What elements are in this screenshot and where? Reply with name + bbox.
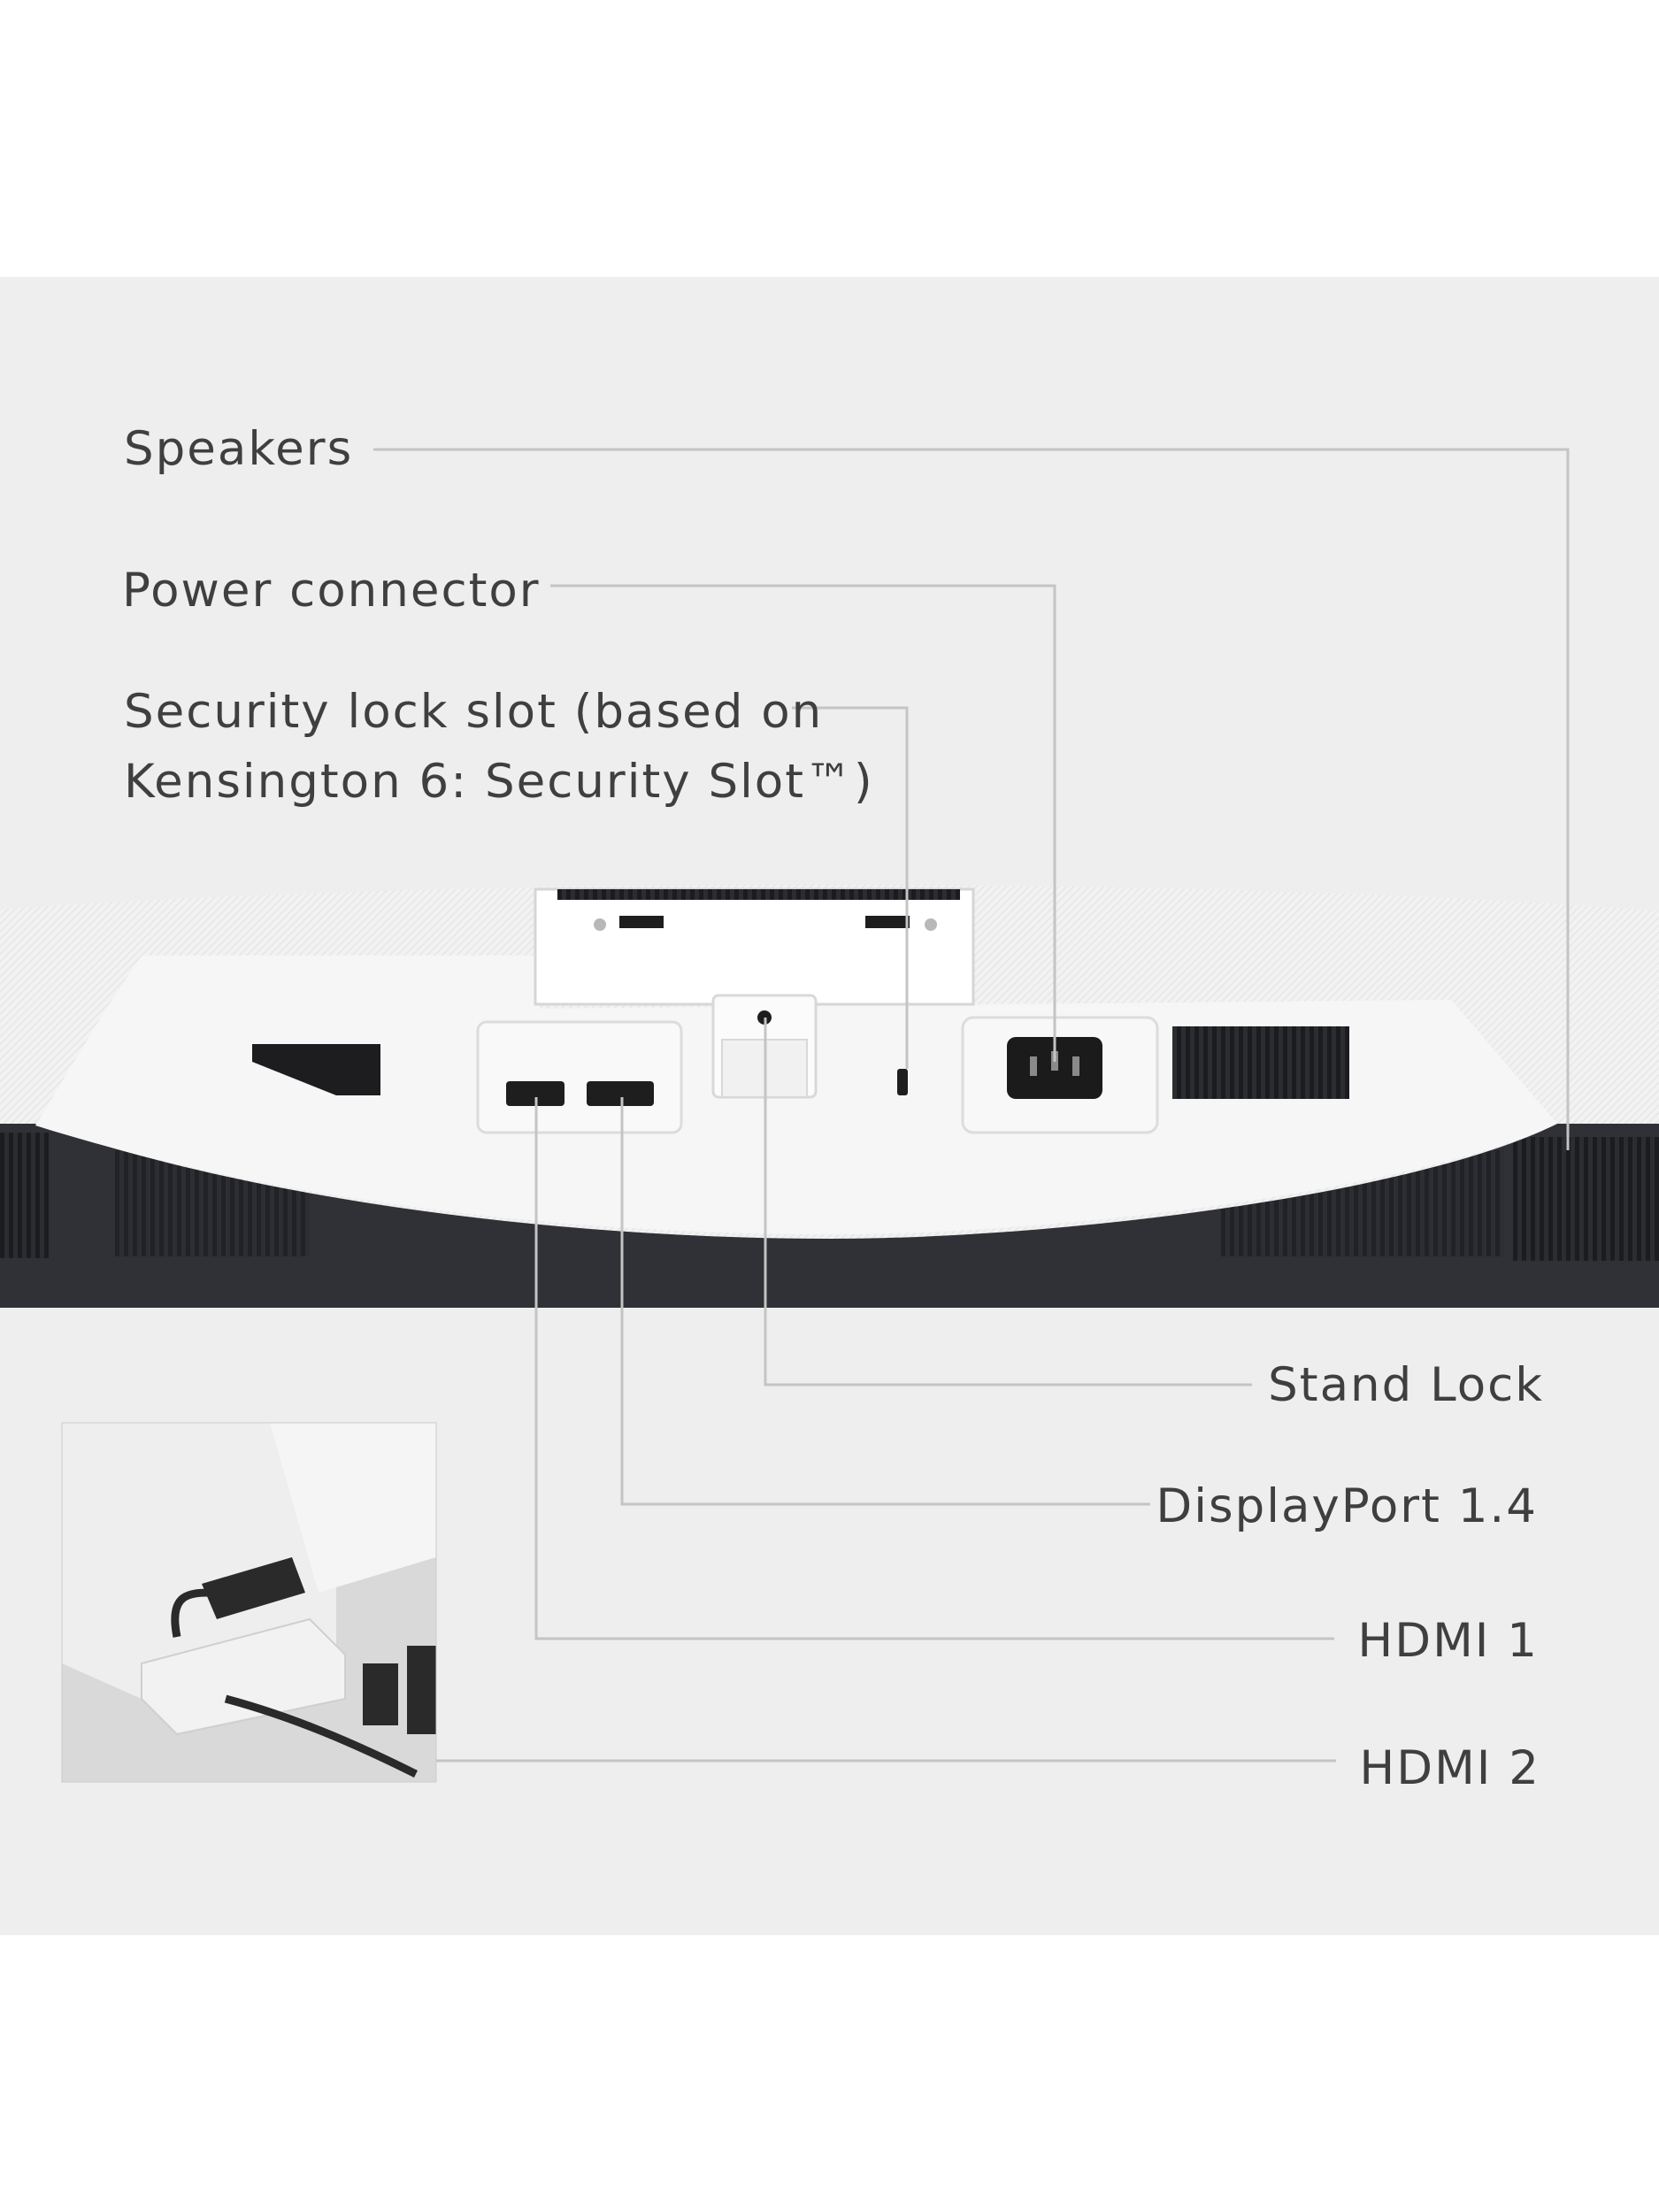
- vesa-screw-right: [925, 918, 937, 931]
- displayport-label: DisplayPort 1.4: [1156, 1479, 1538, 1533]
- inset-photo: [61, 1422, 437, 1783]
- hdmi2-label: HDMI 2: [1359, 1741, 1540, 1795]
- displayport-port: [587, 1081, 654, 1106]
- right-speaker-grille: [1513, 1137, 1659, 1261]
- leader-power: [550, 584, 1056, 1062]
- leader-hdmi1: [534, 1097, 1334, 1640]
- power-pin-3: [1072, 1056, 1079, 1076]
- hdmi1-label: HDMI 1: [1357, 1614, 1539, 1668]
- left-speaker-grille: [0, 1133, 49, 1258]
- port-panel: [476, 1020, 683, 1134]
- leader-speakers: [373, 448, 1570, 1150]
- power-pin-1: [1030, 1056, 1037, 1076]
- security-lock-label-line2: Kensington 6: Security Slot™): [124, 755, 874, 809]
- leader-displayport: [620, 1097, 1150, 1506]
- leader-stand-lock: [764, 1018, 1252, 1386]
- speakers-label: Speakers: [124, 422, 354, 476]
- vesa-slot-right: [865, 916, 910, 928]
- leader-lines: [373, 448, 1570, 1763]
- security-slot: [897, 1069, 908, 1095]
- stand-mount-vents: [557, 889, 960, 900]
- leader-security: [792, 706, 909, 1069]
- side-vent-slats: [1172, 1026, 1349, 1099]
- security-lock-label-line1: Security lock slot (based on: [124, 685, 824, 739]
- stand-lock-label: Stand Lock: [1268, 1358, 1544, 1412]
- power-connector-label: Power connector: [122, 564, 541, 618]
- hdmi-port: [506, 1081, 565, 1106]
- cable-cutout: [252, 1044, 380, 1095]
- vesa-slot-left: [619, 916, 664, 928]
- vesa-screw-left: [594, 918, 606, 931]
